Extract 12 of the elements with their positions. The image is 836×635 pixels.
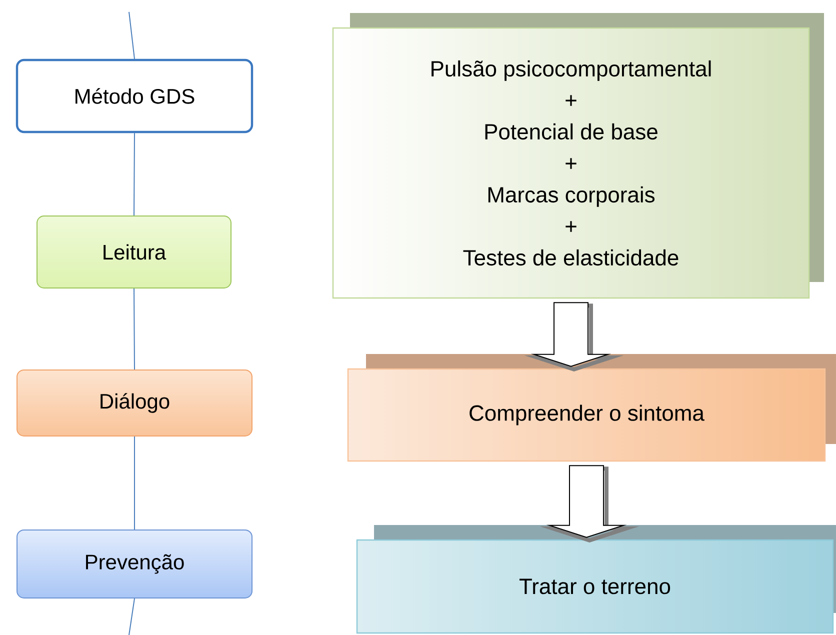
process-box: Pulsão psicocomportamental + Potencial de base + Marcas corporais + Testes de elasticidade — [332, 27, 810, 299]
process-box: Compreender o sintoma — [347, 368, 826, 462]
step-box: Prevenção — [16, 529, 252, 598]
connector-line — [134, 288, 135, 370]
connector-line — [134, 132, 135, 216]
connector-line — [128, 598, 135, 635]
step-box: Leitura — [36, 216, 232, 288]
process-box: Tratar o terreno — [356, 539, 834, 634]
connector-line — [134, 436, 135, 530]
connector-line — [128, 12, 135, 60]
step-box: Diálogo — [16, 370, 252, 436]
step-box: Método GDS — [16, 58, 254, 134]
